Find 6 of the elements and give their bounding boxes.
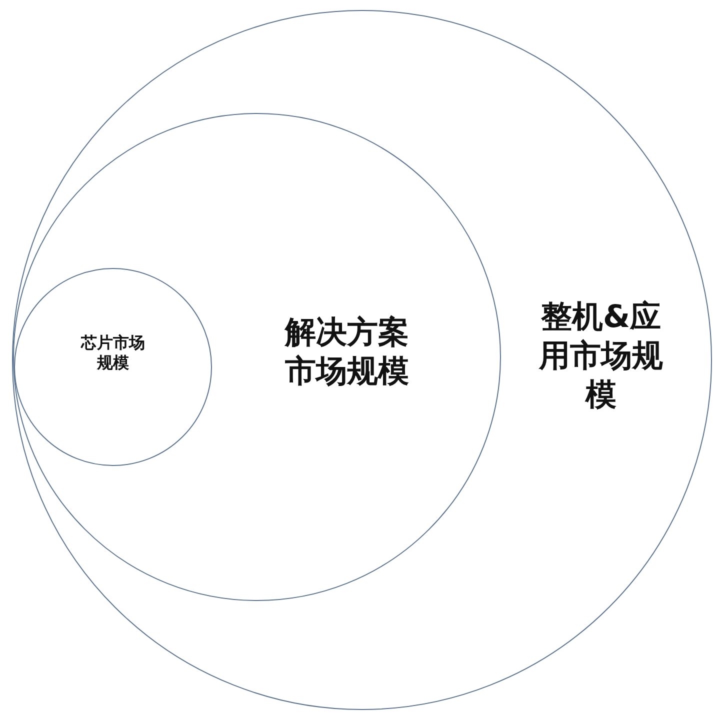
inner-circle [14, 268, 212, 466]
middle-circle [13, 113, 501, 601]
circle-label: 整机&应用市场规模 [538, 298, 664, 414]
circle-label: 芯片市场规模 [80, 333, 146, 373]
outer-circle [12, 10, 712, 710]
circle-label: 解决方案市场规模 [283, 313, 410, 391]
